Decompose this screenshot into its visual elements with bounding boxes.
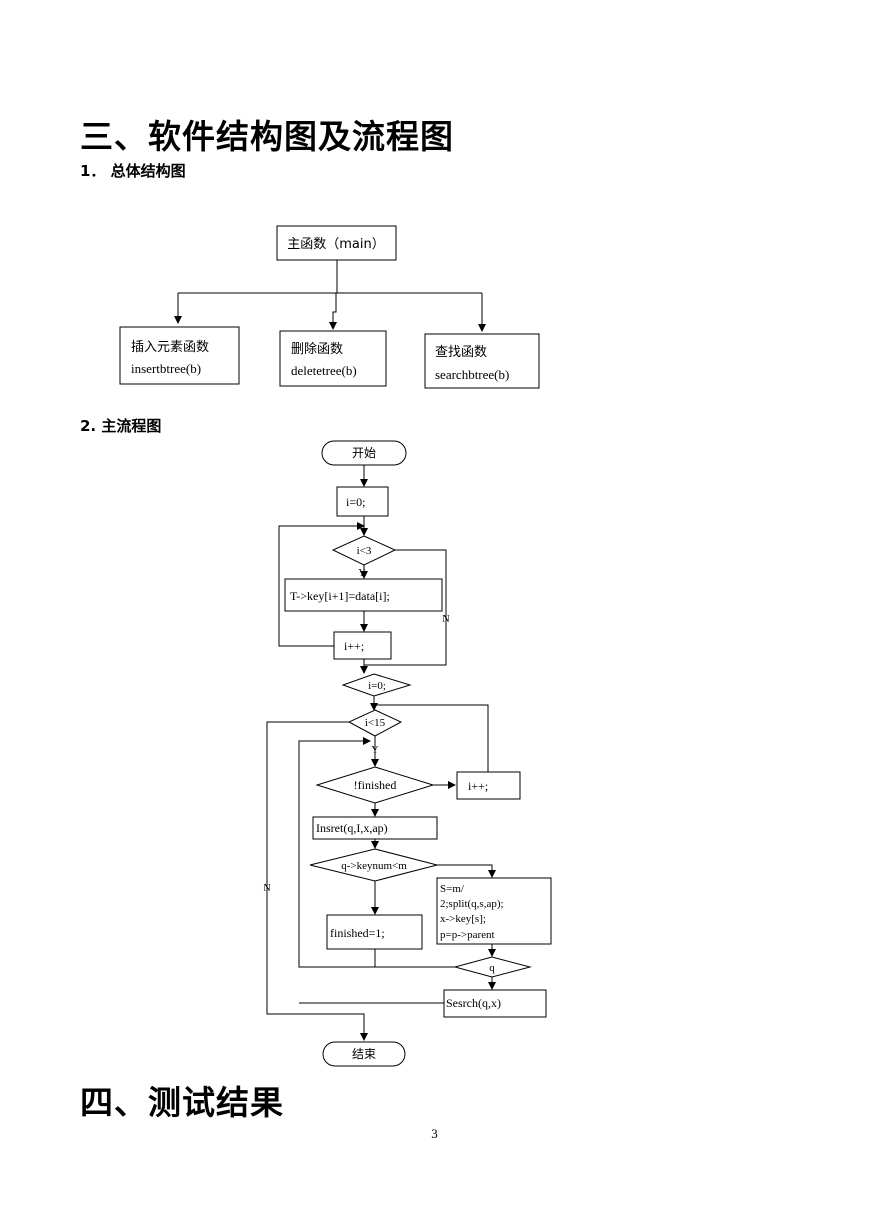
search-function-box — [424, 333, 540, 389]
search-function-label-cn: 查找函数 — [435, 345, 487, 360]
cond-q-label: q — [489, 962, 495, 974]
split-line-3: x->key[s]; — [440, 913, 486, 925]
assign-key-box — [284, 578, 443, 612]
cond-i3-label: i<3 — [357, 545, 372, 557]
yes-label-1: Y — [358, 568, 365, 579]
split-box — [436, 877, 552, 945]
no-label-2: N — [263, 883, 270, 894]
search-label: Sesrch(q,x) — [446, 996, 501, 1010]
subsection-structure-heading: 1． 总体结构图 — [80, 162, 186, 180]
split-line-2: 2;split(q,s,ap); — [440, 898, 504, 910]
section-4-heading: 四、测试结果 — [80, 1083, 284, 1122]
page-number: 3 — [431, 1126, 438, 1141]
delete-function-label-cn: 删除函数 — [291, 342, 343, 357]
inc-i-label-2: i++; — [468, 779, 488, 793]
insert-label: Insret(q,I,x,ap) — [316, 821, 388, 835]
end-label: 结束 — [352, 1047, 376, 1061]
delete-function-label-en: deletetree(b) — [291, 363, 357, 378]
split-line-4: p=p->parent — [440, 929, 495, 941]
search-function-label-en: searchbtree(b) — [435, 367, 509, 382]
search-box — [443, 989, 547, 1018]
subsection-flowchart-heading: 2. 主流程图 — [80, 417, 162, 435]
section-3-heading: 三、软件结构图及流程图 — [80, 117, 454, 156]
assign-key-label: T->key[i+1]=data[i]; — [290, 589, 390, 603]
insert-function-label-en: insertbtree(b) — [131, 361, 201, 376]
split-line-1: S=m/ — [440, 883, 465, 895]
cond-i15-label: i<15 — [365, 717, 386, 729]
cond-keynum-label: q->keynum<m — [341, 860, 407, 872]
cond-finished-label: !finished — [354, 778, 397, 792]
inc-i-label-1: i++; — [344, 639, 364, 653]
delete-function-box — [279, 330, 387, 387]
structure-diagram: 主函数（main） 插入元素函数 insertbtree(b) 删除函数 del… — [119, 225, 540, 389]
start-label: 开始 — [352, 446, 376, 460]
no-label-1: N — [442, 614, 449, 625]
main-function-box — [276, 225, 397, 261]
inc-i-box-1 — [333, 631, 392, 660]
init-i-box — [336, 486, 389, 517]
insert-function-label-cn: 插入元素函数 — [131, 340, 209, 355]
end-terminal — [322, 1041, 406, 1067]
finished-set-label: finished=1; — [330, 926, 385, 940]
init-i-label: i=0; — [346, 495, 365, 509]
main-flowchart: 开始 i=0; i<3 Y T->key[i+1]=data[i]; i++; … — [263, 440, 552, 1067]
inc-i-box-2 — [456, 771, 521, 800]
main-function-label: 主函数（main） — [287, 237, 384, 252]
reset-i-label: i=0; — [368, 680, 386, 692]
insert-function-box — [119, 326, 240, 385]
finished-set-box — [326, 914, 423, 950]
